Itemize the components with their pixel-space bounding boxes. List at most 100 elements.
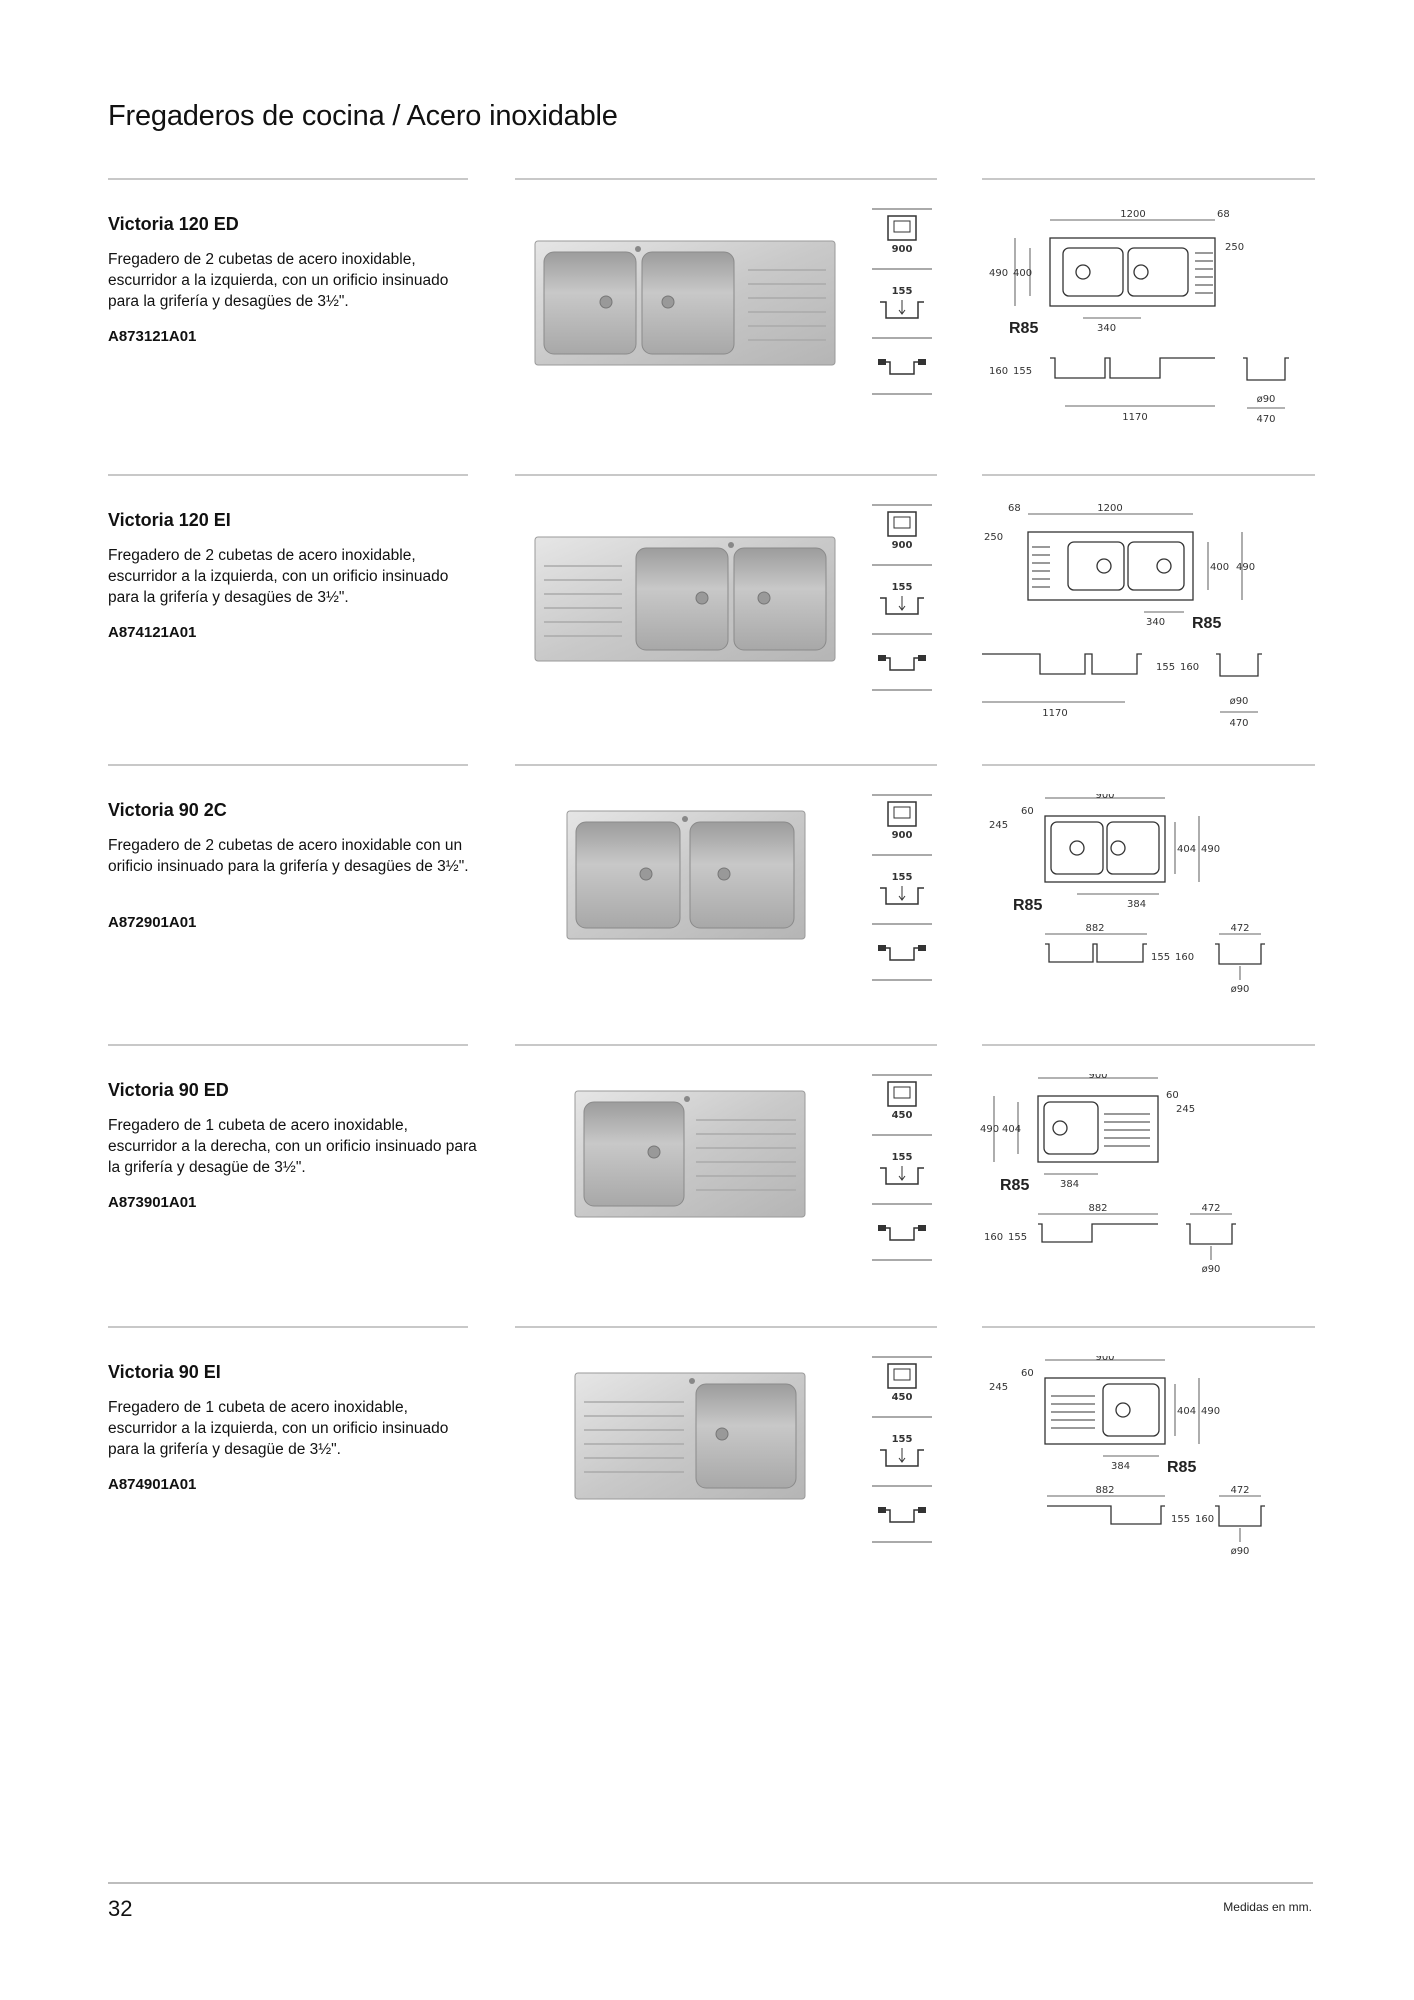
cabinet-width-icon: 450 [868,1356,936,1418]
product-description: Fregadero de 1 cubeta de acero inoxidabl… [108,1399,449,1458]
sink-photo [574,1372,806,1505]
svg-text:404: 404 [1002,1124,1021,1135]
svg-text:155: 155 [1171,1514,1190,1525]
svg-text:490: 490 [980,1124,999,1135]
svg-text:ø90: ø90 [1202,1264,1221,1275]
footer-divider [108,1882,1313,1884]
svg-text:882: 882 [1085,923,1104,934]
svg-text:490: 490 [1236,562,1255,573]
section-divider [108,764,468,766]
svg-text:60: 60 [1166,1090,1179,1101]
svg-text:R85: R85 [1013,897,1042,914]
section-divider [982,764,1315,766]
svg-text:155: 155 [1013,366,1032,377]
svg-text:155: 155 [892,1152,913,1163]
overflow-icon [868,646,936,692]
units-note: Medidas en mm. [1223,1900,1312,1914]
section-divider [108,1326,468,1328]
product-victoria-90-ed: Victoria 90 ED Fregadero de 1 cubeta de … [0,1044,1414,1344]
product-victoria-90-ei: Victoria 90 EI Fregadero de 1 cubeta de … [0,1326,1414,1626]
technical-drawing: 1200 68 250 490 400 340 R85 160 155 1170… [985,208,1315,438]
svg-text:472: 472 [1230,1485,1249,1496]
section-divider [515,178,937,180]
svg-text:155: 155 [892,872,913,883]
section-divider [982,1326,1315,1328]
svg-text:ø90: ø90 [1230,696,1249,707]
svg-text:160: 160 [984,1232,1003,1243]
product-name: Victoria 90 ED [108,1080,229,1100]
product-description: Fregadero de 2 cubetas de acero inoxidab… [108,251,449,310]
svg-text:160: 160 [1180,662,1199,673]
technical-drawing: 900 60 245 490 404 384 R85 882 160 155 4… [980,1074,1310,1284]
svg-text:472: 472 [1230,923,1249,934]
product-name: Victoria 90 2C [108,800,227,820]
svg-text:68: 68 [1008,504,1021,514]
svg-text:470: 470 [1229,718,1248,729]
section-divider [982,178,1315,180]
overflow-icon [868,1216,936,1262]
svg-text:900: 900 [892,244,913,255]
product-description: Fregadero de 2 cubetas de acero inoxidab… [108,837,469,875]
svg-text:ø90: ø90 [1231,1546,1250,1557]
svg-text:R85: R85 [1192,615,1221,632]
product-code: A874901A01 [108,1476,197,1493]
section-divider [108,474,468,476]
product-name: Victoria 90 EI [108,1362,221,1382]
svg-text:340: 340 [1097,323,1116,334]
svg-text:60: 60 [1021,1368,1034,1379]
svg-text:250: 250 [1225,242,1244,253]
svg-text:245: 245 [989,1382,1008,1393]
svg-text:155: 155 [892,286,913,297]
product-victoria-90-2c: Victoria 90 2C Fregadero de 2 cubetas de… [0,764,1414,1064]
product-name: Victoria 120 ED [108,214,239,234]
section-divider [515,474,937,476]
svg-text:R85: R85 [1000,1177,1029,1194]
section-divider [982,474,1315,476]
svg-text:404: 404 [1177,844,1196,855]
bowl-depth-icon: 155 [868,280,936,340]
svg-text:400: 400 [1013,268,1032,279]
svg-text:490: 490 [989,268,1008,279]
svg-text:472: 472 [1201,1203,1220,1214]
section-divider [515,764,937,766]
svg-text:R85: R85 [1167,1459,1196,1476]
product-victoria-120-ed: Victoria 120 ED Fregadero de 2 cubetas d… [0,178,1414,478]
cabinet-width-icon: 900 [868,504,936,566]
svg-text:160: 160 [1175,952,1194,963]
svg-text:470: 470 [1256,414,1275,425]
svg-text:900: 900 [892,540,913,551]
sink-photo [534,240,836,371]
svg-text:155: 155 [892,1434,913,1445]
svg-text:900: 900 [1095,794,1114,801]
bowl-depth-icon: 155 [868,576,936,636]
cabinet-width-icon: 900 [868,208,936,270]
svg-text:160: 160 [989,366,1008,377]
svg-text:384: 384 [1127,899,1146,910]
svg-text:340: 340 [1146,617,1165,628]
product-victoria-120-ei: Victoria 120 EI Fregadero de 2 cubetas d… [0,474,1414,774]
svg-text:400: 400 [1210,562,1229,573]
svg-text:250: 250 [984,532,1003,543]
svg-text:ø90: ø90 [1257,394,1276,405]
svg-text:450: 450 [892,1110,913,1121]
section-divider [515,1326,937,1328]
section-divider [108,178,468,180]
technical-drawing: 900 60 245 404 490 384 R85 882 155 160 4… [985,1356,1315,1576]
svg-text:60: 60 [1021,806,1034,817]
svg-text:1170: 1170 [1042,708,1067,719]
svg-text:155: 155 [1151,952,1170,963]
svg-text:ø90: ø90 [1231,984,1250,995]
svg-text:490: 490 [1201,844,1220,855]
svg-text:1200: 1200 [1120,209,1145,220]
svg-text:450: 450 [892,1392,913,1403]
section-divider [515,1044,937,1046]
svg-text:245: 245 [1176,1104,1195,1115]
svg-text:1200: 1200 [1097,504,1122,514]
overflow-icon [868,1498,936,1544]
svg-text:160: 160 [1195,1514,1214,1525]
technical-drawing: 1200 68 250 400 490 340 R85 155 160 1170… [980,504,1310,734]
overflow-icon [868,350,936,396]
page-number: 32 [108,1896,133,1921]
section-divider [982,1044,1315,1046]
svg-text:245: 245 [989,820,1008,831]
